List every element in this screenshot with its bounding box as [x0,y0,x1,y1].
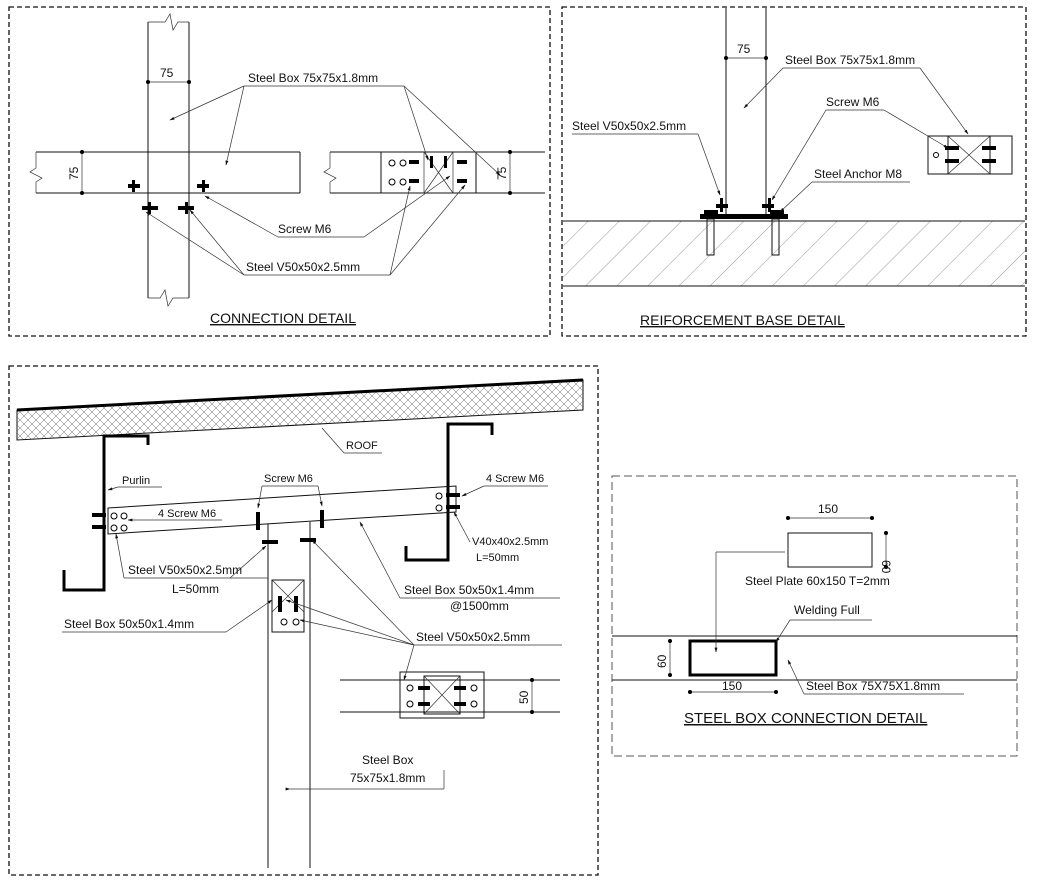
connection-dim-right: 75 [495,166,509,180]
base-detail-panel: 75 Steel Box 75x75x1.8mm Screw M6 [561,6,1027,337]
roof-label-box75-b: 75x75x1.8mm [350,771,425,785]
base-label-angle: Steel V50x50x2.5mm [572,119,686,133]
screw-icon [92,492,460,626]
roof-label-4screw-right: 4 Screw M6 [486,473,544,485]
steelbox-dim-box-w: 150 [722,679,742,693]
roof-label-box75-a: Steel Box [362,753,413,767]
steel-box-frame [611,475,1018,757]
screw-icon [716,198,774,212]
base-frame [561,6,1027,337]
roof-label-4screw-left: 4 Screw M6 [158,508,216,520]
screw-icon [128,180,209,214]
roof-label-v40: V40x40x2.5mm [472,536,548,548]
connection-title: CONNECTION DETAIL [210,310,356,326]
roof-label-v50: Steel V50x50x2.5mm [128,563,242,577]
connection-frame [8,6,551,337]
steelbox-label-box: Steel Box 75X75X1.8mm [806,679,940,693]
roof-label-box50-spacing: @1500mm [450,599,509,613]
base-dim-top: 75 [737,42,751,56]
steelbox-dim-box-h: 60 [655,654,669,668]
steelbox-dim-plate-w: 150 [818,502,838,516]
roof-label-box50-left: Steel Box 50x50x1.4mm [64,617,194,631]
roof-label-purlin: Purlin [122,475,150,487]
roof-frame [8,365,599,876]
roof-label-box50: Steel Box 50x50x1.4mm [404,583,534,597]
connection-detail-panel: 75 75 [8,6,551,337]
roof-dim-50: 50 [517,690,531,704]
base-label-box: Steel Box 75x75x1.8mm [785,53,915,67]
steelbox-label-weld: Welding Full [794,603,860,617]
steelbox-label-plate: Steel Plate 60x150 T=2mm [745,574,890,588]
roof-detail-panel: 50 ROOF Purlin Screw M6 4 Screw M6 4 Scr… [8,365,599,876]
connection-label-box: Steel Box 75x75x1.8mm [248,71,378,85]
connection-dim-left: 75 [67,166,81,180]
connection-label-screw: Screw M6 [278,222,332,236]
steelbox-dim-plate-h: 60 [879,560,893,574]
base-label-screw: Screw M6 [826,95,880,109]
roof-label-v50-b: Steel V50x50x2.5mm [416,630,530,644]
roof-label-screw: Screw M6 [264,473,313,485]
roof-label-roof: ROOF [346,440,378,452]
bolt-group-icon [388,156,467,186]
connection-label-angle: Steel V50x50x2.5mm [246,260,360,274]
base-title: REIFORCEMENT BASE DETAIL [640,312,845,328]
base-label-anchor: Steel Anchor M8 [814,167,902,181]
connection-dim-top: 75 [160,66,174,80]
steelbox-title: STEEL BOX CONNECTION DETAIL [684,710,927,727]
roof-label-v40-len: L=50mm [476,552,519,564]
roof-label-v50-len: L=50mm [172,582,219,596]
steel-box-panel: 150 60 Steel Plate 60x150 T=2mm Welding … [611,475,1018,757]
